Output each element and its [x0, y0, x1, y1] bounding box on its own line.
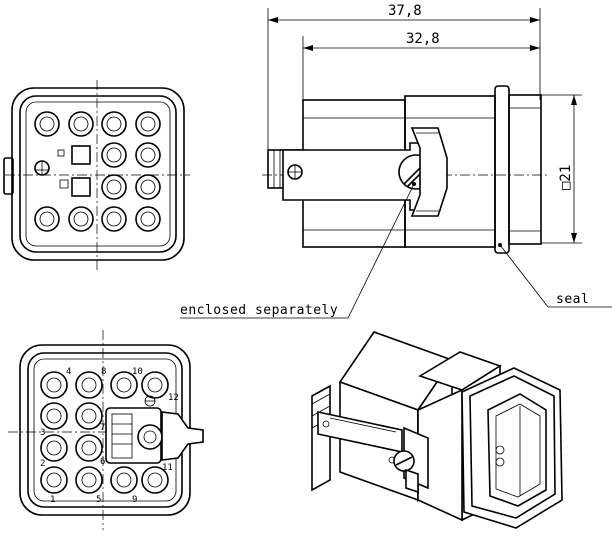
pin-label-4: 4	[66, 367, 71, 377]
isometric-view	[311, 331, 563, 529]
pin-label-12: 12	[168, 393, 179, 403]
dim-body-length: 32,8	[406, 31, 440, 47]
pin-grid-bottom	[40, 371, 169, 494]
pin-label-6: 6	[100, 457, 105, 467]
pin-label-3: 3	[40, 428, 45, 438]
dim-overall-length: 37,8	[388, 3, 422, 19]
front-view-top	[3, 80, 190, 270]
locking-clip-rear	[105, 395, 204, 464]
callout-seal: seal	[556, 292, 589, 307]
rear-view: 1 2 3 4 5 6 7 8 9 10 11 12	[8, 330, 205, 530]
pin-label-5: 5	[96, 495, 101, 505]
pin-label-10: 10	[132, 367, 143, 377]
pin-label-9: 9	[132, 495, 137, 505]
pin-grid-top	[34, 111, 161, 232]
side-view: 37,8 32,8 □21	[180, 3, 612, 319]
pin-label-7: 7	[100, 423, 105, 433]
pin-numbers: 1 2 3 4 5 6 7 8 9 10 11 12	[40, 367, 179, 505]
pin-label-11: 11	[162, 463, 173, 473]
dim-square-size: □21	[558, 165, 574, 190]
pin-label-8: 8	[101, 367, 106, 377]
pin-label-2: 2	[40, 459, 45, 469]
callout-enclosed-separately: enclosed separately	[180, 303, 338, 318]
pin-label-1: 1	[50, 495, 55, 505]
